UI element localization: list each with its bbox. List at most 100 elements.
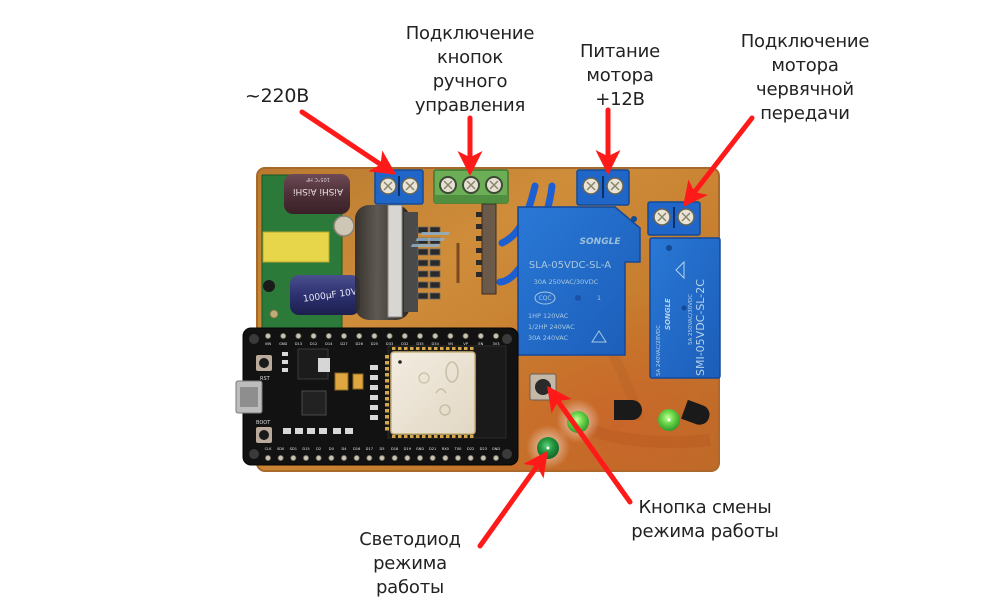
small-relay-spec-1: 5A 250VAC/30VDC — [688, 294, 694, 345]
esp32-module-shield — [390, 351, 476, 435]
esp32-reset-label: RST — [260, 376, 271, 382]
esp32-pin-label: D32 — [401, 342, 408, 346]
label-line: ручного — [432, 71, 508, 92]
module-pad — [385, 403, 389, 407]
esp32-pin-pad — [429, 454, 436, 461]
esp32-pin-label: D21 — [429, 447, 436, 451]
esp32-pin-label: SD1 — [290, 447, 297, 451]
esp32-pin-label: D18 — [391, 447, 399, 451]
esp32-pin-pad — [391, 454, 398, 461]
capacitor-top-spec: 105°C HF — [306, 176, 330, 182]
pin-header-right — [476, 203, 497, 295]
large-relay-cert: CQC — [538, 295, 551, 302]
module-pad — [385, 373, 389, 377]
esp32-pin-pad — [401, 332, 408, 339]
small-relay-brand: SONGLE — [664, 298, 672, 330]
module-pad — [404, 435, 408, 438]
label-worm-motor: Подключение мотора червячной передачи — [720, 30, 890, 126]
module-pad — [410, 347, 414, 350]
esp32-pin-pad — [442, 454, 449, 461]
module-pad — [385, 421, 389, 425]
tantalum-cap-1 — [334, 372, 349, 391]
module-pad — [464, 435, 468, 438]
module-pad — [470, 435, 474, 438]
esp32-pin-pad — [290, 454, 297, 461]
esp32-pin-label: D33 — [386, 342, 393, 346]
label-line: червячной — [756, 79, 854, 100]
esp32-pin-pad — [462, 332, 469, 339]
module-pad — [458, 435, 462, 438]
esp32-pin-pad — [467, 454, 474, 461]
label-line: мотора — [771, 55, 839, 76]
motor-power-terminal-block — [576, 169, 630, 206]
indicator-led-2 — [658, 409, 680, 431]
module-pad — [385, 355, 389, 359]
esp32-pin-pad — [315, 454, 322, 461]
esp32-pin-pad — [416, 454, 423, 461]
esp32-pin-label: SD0 — [277, 447, 285, 451]
module-pad — [434, 435, 438, 438]
esp32-pin-label: D26 — [356, 342, 364, 346]
label-line: кнопок — [436, 47, 504, 68]
esp32-pin-label: D23 — [480, 447, 487, 451]
label-motor-power: Питание мотора +12В — [565, 40, 675, 112]
psu-pad — [269, 309, 279, 319]
label-line: работы — [375, 577, 445, 598]
module-pad — [385, 427, 389, 431]
label-line: Кнопка смены — [638, 497, 772, 518]
module-pad — [410, 435, 414, 438]
large-relay-pin: 1 — [597, 295, 601, 302]
label-line: +12В — [595, 89, 645, 110]
esp32-pin-pad — [378, 454, 385, 461]
esp32-boot-button[interactable] — [256, 427, 272, 443]
esp32-pin-label: D13 — [295, 342, 302, 346]
esp32-pin-pad — [310, 332, 317, 339]
label-line: Подключение — [740, 31, 870, 52]
module-pad — [434, 347, 438, 350]
esp32-pin-label: VN — [448, 342, 453, 346]
module-pad — [385, 385, 389, 389]
esp32-pin-pad — [432, 332, 439, 339]
esp32-reset-button[interactable] — [256, 355, 272, 371]
module-pad — [385, 367, 389, 371]
module-pad — [446, 435, 450, 438]
tantalum-cap-2 — [352, 373, 364, 390]
esp32-pin-label: D22 — [467, 447, 474, 451]
esp32-pin-label: GND — [279, 342, 287, 346]
esp32-pin-label: D14 — [325, 342, 333, 346]
esp32-pin-label: VP — [463, 342, 468, 346]
label-line: Питание — [580, 41, 660, 62]
transistor-1 — [614, 400, 642, 420]
esp32-pin-pad — [264, 332, 271, 339]
transformer — [262, 231, 330, 263]
esp32-pin-label: D35 — [416, 342, 423, 346]
esp32-pin-pad — [416, 332, 423, 339]
esp32-pin-label: D17 — [366, 447, 373, 451]
esp32-pin-pad — [328, 454, 335, 461]
label-line: передачи — [760, 103, 850, 124]
esp32-pin-label: D4 — [341, 447, 347, 451]
esp32-pin-pad — [280, 332, 287, 339]
large-relay-spec-4: 30A 240VAC — [528, 334, 569, 342]
module-pad — [470, 347, 474, 350]
module-pad — [428, 347, 432, 350]
label-line: управления — [414, 95, 526, 116]
large-relay: SONGLE SLA-05VDC-SL-A 30A 250VAC/30VDC C… — [410, 206, 641, 356]
label-line: режима работы — [631, 521, 779, 542]
esp32-pin-label: D0 — [329, 447, 335, 451]
usb-port-inner — [240, 387, 258, 407]
esp32-pin-label: 3V3 — [492, 342, 499, 346]
module-pad — [446, 347, 450, 350]
esp32-pin-label: CLK — [265, 447, 273, 451]
module-pad — [385, 409, 389, 413]
module-pad — [452, 347, 456, 350]
annotation-arrows — [299, 107, 755, 549]
large-relay-spec-1: 30A 250VAC/30VDC — [534, 278, 599, 286]
esp32-pin-label: D5 — [379, 447, 384, 451]
esp32-pin-pad — [356, 332, 363, 339]
label-manual-buttons: Подключение кнопок ручного управления — [380, 22, 560, 118]
esp32-pin-pad — [353, 454, 360, 461]
